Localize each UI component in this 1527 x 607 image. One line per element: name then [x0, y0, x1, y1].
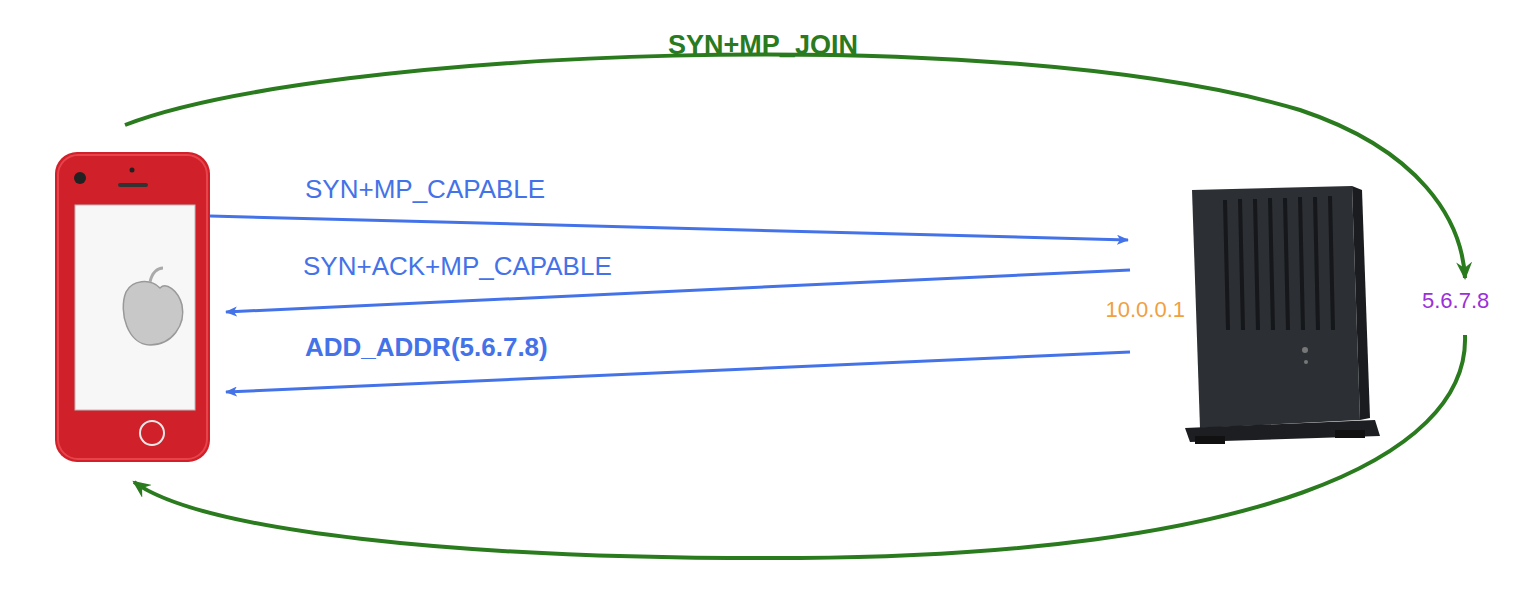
message-label: ADD_ADDR(5.6.7.8): [305, 333, 548, 363]
address-label: 10.0.0.1: [1105, 297, 1185, 322]
join-arrow: [134, 335, 1465, 558]
join-arrow: [125, 54, 1465, 278]
message-label: SYN+MP_CAPABLE: [305, 175, 545, 205]
message-label: SYN+ACK+MP_CAPABLE: [303, 252, 612, 282]
server-illustration: [1185, 186, 1380, 444]
message-arrow: [210, 216, 1128, 240]
phone-illustration: [55, 152, 210, 462]
join-label: SYN+MP_JOIN: [668, 30, 858, 61]
address-label: 5.6.7.8: [1422, 288, 1489, 313]
